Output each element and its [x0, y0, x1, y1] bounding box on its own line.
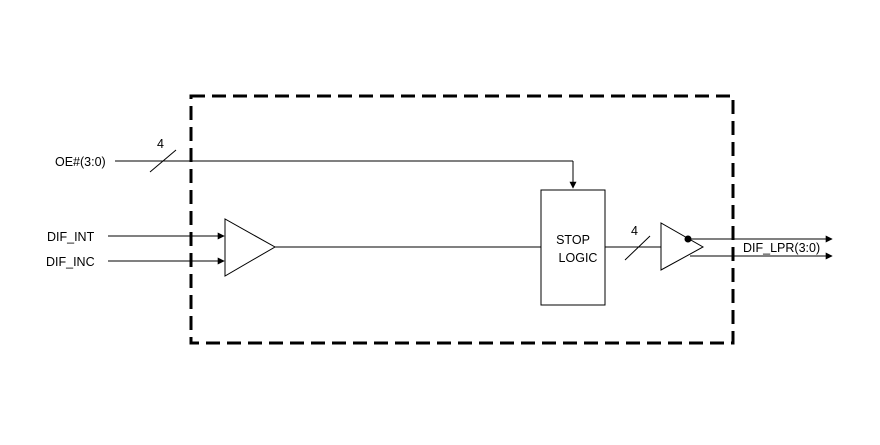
oe-bus-width: 4	[157, 137, 164, 151]
input-buffer	[224, 218, 277, 277]
dif-inc-label: DIF_INC	[46, 255, 95, 269]
output-label: DIF_LPR(3:0)	[743, 241, 820, 255]
chip-boundary	[189, 94, 735, 345]
stop-logic-block	[540, 189, 606, 306]
output-bus-slash	[624, 235, 651, 261]
oe-bus-slash	[149, 149, 177, 173]
stop-logic-label-line1: STOP	[556, 233, 590, 247]
output-bus-width: 4	[631, 224, 638, 238]
oe-label: OE#(3:0)	[55, 155, 106, 169]
output-driver	[660, 222, 705, 271]
stop-logic-label-line2: LOGIC	[559, 251, 598, 265]
dif-int-label: DIF_INT	[47, 230, 95, 244]
